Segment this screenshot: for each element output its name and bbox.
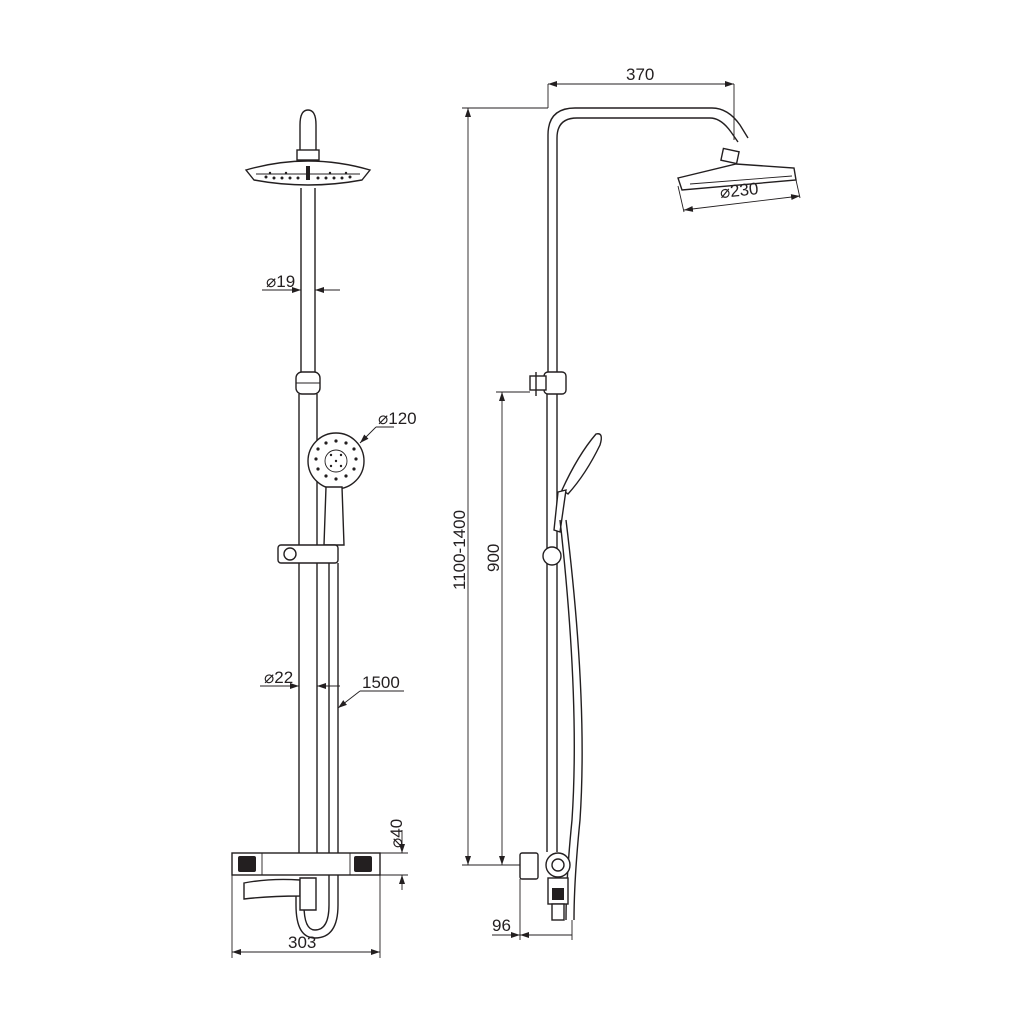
dim-top-pipe: ⌀19 <box>266 272 295 291</box>
handshower-front <box>307 432 365 490</box>
dim-wall-offset: 96 <box>492 916 511 935</box>
mixer-side <box>519 852 571 921</box>
slider-bracket <box>277 544 339 564</box>
dim-mixer-width: 303 <box>288 933 316 952</box>
handshower-side <box>553 433 603 533</box>
dim-handshower: ⌀120 <box>378 409 417 428</box>
riser-top-bend <box>299 109 317 150</box>
dim-bracket-height: 900 <box>484 544 503 572</box>
riser-arm-outer <box>547 107 749 372</box>
dim-lower-pipe: ⌀22 <box>264 668 293 687</box>
overhead-shower-side <box>677 147 797 191</box>
dim-mixer-height: ⌀40 <box>387 819 406 848</box>
handshower-handle <box>323 486 345 546</box>
front-view: ⌀19 ⌀120 ⌀22 1500 ⌀40 303 <box>231 109 417 958</box>
hose <box>303 563 330 931</box>
dim-total-height: 1100-1400 <box>450 510 469 590</box>
overhead-shower-front <box>244 149 372 186</box>
side-view: 370 ⌀230 1100-1400 900 96 <box>450 65 801 940</box>
dim-overhead: ⌀230 <box>719 179 759 202</box>
dim-hose: 1500 <box>362 673 400 692</box>
slider-knob <box>542 546 562 566</box>
dim-arm-projection: 370 <box>626 65 654 84</box>
mixer-front <box>231 852 381 911</box>
wall-bracket-upper <box>543 371 567 395</box>
